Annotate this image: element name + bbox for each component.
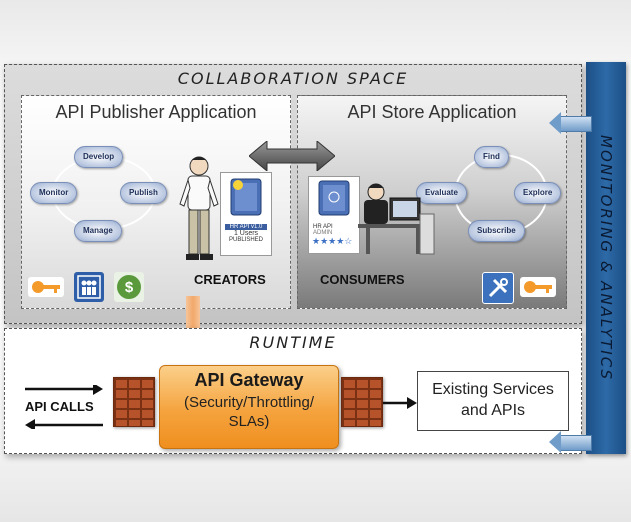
to-services-arrow-icon <box>383 397 417 409</box>
firewall-left-icon <box>113 377 155 427</box>
cycle-node-publish: Publish <box>120 182 167 204</box>
cycle-node-develop: Develop <box>74 146 124 168</box>
creator-person-icon <box>179 156 219 260</box>
tools-icon <box>482 272 514 304</box>
key-icon <box>520 277 556 297</box>
book-api-name: HR API v1.0 <box>225 224 267 230</box>
api-gateway-line1: (Security/Throttling/ <box>183 394 315 411</box>
api-store-title: API Store Application <box>347 102 517 122</box>
existing-services-line2: and APIs <box>460 402 526 419</box>
api-publisher-title: API Publisher Application <box>55 102 257 122</box>
book-users: 1 Users <box>233 230 259 237</box>
book-icon <box>318 180 350 216</box>
monitoring-analytics-label: MONITORING & ANALYTICS <box>597 135 615 381</box>
api-gateway-title: API Gateway <box>194 370 304 390</box>
consumer-person-icon <box>358 183 435 255</box>
cycle-node-find: Find <box>474 146 509 168</box>
api-calls-label: API CALLS <box>25 399 94 414</box>
existing-services-box: Existing Services and APIs <box>417 371 569 431</box>
collaboration-space: COLLABORATION SPACE API Publisher Applic… <box>4 64 582 324</box>
firewall-right-icon <box>341 377 383 427</box>
runtime-title: RUNTIME <box>249 333 337 352</box>
monitoring-arrow-top-icon <box>549 112 592 134</box>
api-calls-arrows-icon <box>25 385 103 429</box>
api-gateway-line2: SLAs) <box>228 413 270 430</box>
monitoring-arrow-bottom-icon <box>549 431 592 453</box>
bidirectional-arrow-icon <box>249 141 335 171</box>
dollar-icon: $ <box>114 272 144 302</box>
cycle-node-manage: Manage <box>74 220 122 242</box>
cycle-node-evaluate: Evaluate <box>416 182 467 204</box>
api-gateway-subtitle: (Security/Throttling/ SLAs) <box>160 393 338 431</box>
card-api-name: HR API <box>313 224 333 230</box>
published-api-book: HR API v1.0 1 Users PUBLISHED <box>220 172 272 256</box>
rating-stars-icon: ★★★★☆ <box>312 236 353 246</box>
key-icon <box>28 277 64 297</box>
users-group-icon <box>74 272 104 302</box>
cycle-node-subscribe: Subscribe <box>468 220 525 242</box>
runtime-section: RUNTIME API CALLS API Gateway (Security/… <box>4 328 582 454</box>
api-gateway-box: API Gateway (Security/Throttling/ SLAs) <box>159 365 339 449</box>
book-icon <box>230 178 262 216</box>
existing-services-line1: Existing Services <box>432 381 554 398</box>
svg-text:$: $ <box>125 279 134 296</box>
api-publisher-panel: API Publisher Application Develop Publis… <box>21 95 291 309</box>
api-store-panel: API Store Application Find Explore Subsc… <box>297 95 567 309</box>
consumers-label: CONSUMERS <box>320 272 405 287</box>
cycle-node-monitor: Monitor <box>30 182 78 204</box>
book-status: PUBLISHED <box>228 237 263 243</box>
cycle-node-explore: Explore <box>514 182 562 204</box>
card-owner: ADMIN <box>313 230 333 236</box>
creators-label: CREATORS <box>194 272 266 287</box>
monitoring-analytics-bar: MONITORING & ANALYTICS <box>586 62 626 454</box>
store-api-card: HR API ADMIN ★★★★☆ <box>308 176 360 254</box>
collaboration-space-title: COLLABORATION SPACE <box>177 69 409 88</box>
